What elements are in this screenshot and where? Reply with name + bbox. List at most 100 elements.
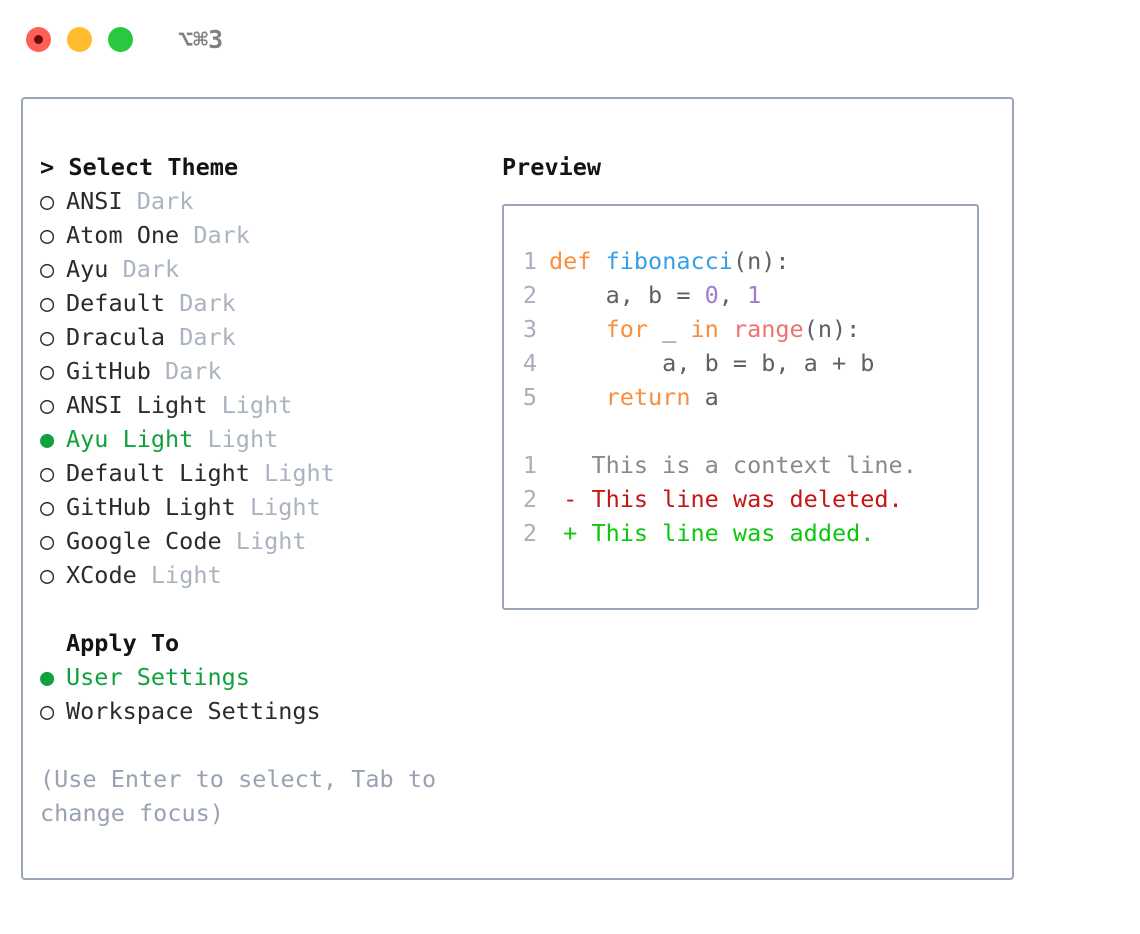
code-line-number: 5 <box>522 383 537 411</box>
radio-selected-icon[interactable]: ● <box>40 663 55 691</box>
code-token <box>549 315 606 343</box>
diff-line-text: This is a context line. <box>549 451 917 479</box>
diff-line: 2 - This line was deleted. <box>513 482 977 516</box>
theme-category-tag: Light <box>150 561 222 589</box>
apply-to-label: User Settings <box>66 663 250 691</box>
minimize-button[interactable] <box>67 26 92 52</box>
theme-name: XCode <box>66 561 137 589</box>
radio-unselected-icon[interactable]: ○ <box>40 697 55 725</box>
code-token: (n): <box>803 315 861 343</box>
code-token: a <box>690 383 719 411</box>
code-line: 4 a, b = b, a + b <box>513 346 977 380</box>
theme-list-item[interactable]: ○Dracula Dark <box>40 320 480 354</box>
code-line: 1 def fibonacci(n): <box>513 244 977 278</box>
theme-category-tag: Dark <box>179 289 236 317</box>
code-preview-spacer <box>513 414 977 448</box>
radio-unselected-icon[interactable]: ○ <box>40 527 55 555</box>
code-token: fibonacci <box>605 247 733 275</box>
theme-category-tag: Dark <box>136 187 194 215</box>
theme-selection-column: > Select Theme ○ANSI Dark○Atom One Dark○… <box>40 150 480 830</box>
code-token: a, b = b, a + b <box>549 349 875 377</box>
theme-category-tag: Dark <box>193 221 250 249</box>
radio-unselected-icon[interactable]: ○ <box>40 391 55 419</box>
code-token <box>591 247 605 275</box>
theme-picker-panel: > Select Theme ○ANSI Dark○Atom One Dark○… <box>21 97 1014 880</box>
code-line: 3 for _ in range(n): <box>513 312 977 346</box>
theme-list[interactable]: ○ ANSI Dark ○ Atom One Dark ○ Ayu Dark ○ Defaul… <box>40 184 480 592</box>
code-line: 2 a, b = 0, 1 <box>513 278 977 312</box>
theme-name: Default Light <box>66 459 250 487</box>
theme-category-tag: Light <box>221 391 293 419</box>
code-token: def <box>549 247 592 275</box>
radio-unselected-icon[interactable]: ○ <box>40 289 55 317</box>
theme-category-tag: Light <box>207 425 279 453</box>
apply-to-header-indent <box>40 626 66 660</box>
theme-list-item[interactable]: ○ Default Light Light <box>40 456 480 490</box>
diff-line: 1 This is a context line. <box>513 448 977 482</box>
theme-list-item[interactable]: ○ Atom One Dark <box>40 218 480 252</box>
theme-list-item[interactable]: ○ XCode Light <box>40 558 480 592</box>
code-token: , <box>718 281 748 309</box>
code-token: 1 <box>747 281 762 309</box>
apply-to-item[interactable]: ● User Settings <box>40 660 480 694</box>
close-button[interactable] <box>26 26 51 52</box>
theme-category-tag: Dark <box>165 357 222 385</box>
code-token: (n): <box>732 247 790 275</box>
radio-unselected-icon[interactable]: ○ <box>40 493 55 521</box>
radio-unselected-icon[interactable]: ○ <box>40 459 55 487</box>
theme-name: GitHub Light <box>66 493 236 521</box>
theme-name: Dracula <box>66 323 166 351</box>
select-theme-header: > Select Theme <box>40 150 480 184</box>
diff-preview: 1 This is a context line.2 - This line w… <box>513 448 977 550</box>
theme-list-item[interactable]: ○GitHub Dark <box>40 354 480 388</box>
theme-name: Ayu <box>66 255 109 283</box>
theme-category-tag: Light <box>249 493 321 521</box>
keyboard-shortcut-label: ⌥⌘3 <box>178 24 224 54</box>
code-token: 0 <box>704 281 719 309</box>
theme-list-item[interactable]: ○ Default Dark <box>40 286 480 320</box>
maximize-button[interactable] <box>108 26 133 52</box>
apply-to-header-label: Apply To <box>66 629 180 657</box>
preview-title: Preview <box>502 153 602 181</box>
title-bar: ⌥⌘3 <box>0 0 1140 78</box>
theme-name: Ayu Light <box>66 425 194 453</box>
theme-list-item[interactable]: ○ GitHub Light Light <box>40 490 480 524</box>
code-line-number: 4 <box>522 349 537 377</box>
code-token <box>549 383 606 411</box>
theme-name: Default <box>66 289 166 317</box>
radio-selected-icon[interactable]: ● <box>40 425 55 453</box>
select-theme-header-label: Select Theme <box>68 153 239 181</box>
theme-list-item[interactable]: ○Google Code Light <box>40 524 480 558</box>
radio-unselected-icon[interactable]: ○ <box>40 357 55 385</box>
radio-unselected-icon[interactable]: ○ <box>40 221 55 249</box>
apply-to-list[interactable]: ● User Settings ○Workspace Settings <box>40 660 480 728</box>
apply-to-item[interactable]: ○Workspace Settings <box>40 694 480 728</box>
radio-unselected-icon[interactable]: ○ <box>40 323 55 351</box>
theme-list-item[interactable]: ○ ANSI Dark <box>40 184 480 218</box>
keyboard-hint-text: (Use Enter to select, Tab to change focu… <box>40 765 451 827</box>
diff-line-number: 1 <box>522 451 537 479</box>
theme-name: Atom One <box>66 221 180 249</box>
theme-list-item[interactable]: ● Ayu Light Light <box>40 422 480 456</box>
code-token: return <box>605 383 691 411</box>
code-line-number: 1 <box>522 247 537 275</box>
theme-list-item[interactable]: ○ Ayu Dark <box>40 252 480 286</box>
code-token: for <box>605 315 649 343</box>
theme-category-tag: Dark <box>122 255 180 283</box>
radio-unselected-icon[interactable]: ○ <box>40 255 55 283</box>
theme-category-tag: Light <box>264 459 335 487</box>
code-line-number: 2 <box>522 281 537 309</box>
theme-name: ANSI <box>66 187 123 215</box>
apply-to-section: Apply To ● User Settings ○Workspace Settin… <box>40 626 480 728</box>
radio-unselected-icon[interactable]: ○ <box>40 187 55 215</box>
diff-line-number: 2 <box>522 519 537 547</box>
theme-category-tag: Light <box>235 527 307 555</box>
theme-list-item[interactable]: ○ANSI Light Light <box>40 388 480 422</box>
code-token <box>719 315 733 343</box>
radio-unselected-icon[interactable]: ○ <box>40 561 55 589</box>
apply-to-header: Apply To <box>40 626 480 660</box>
